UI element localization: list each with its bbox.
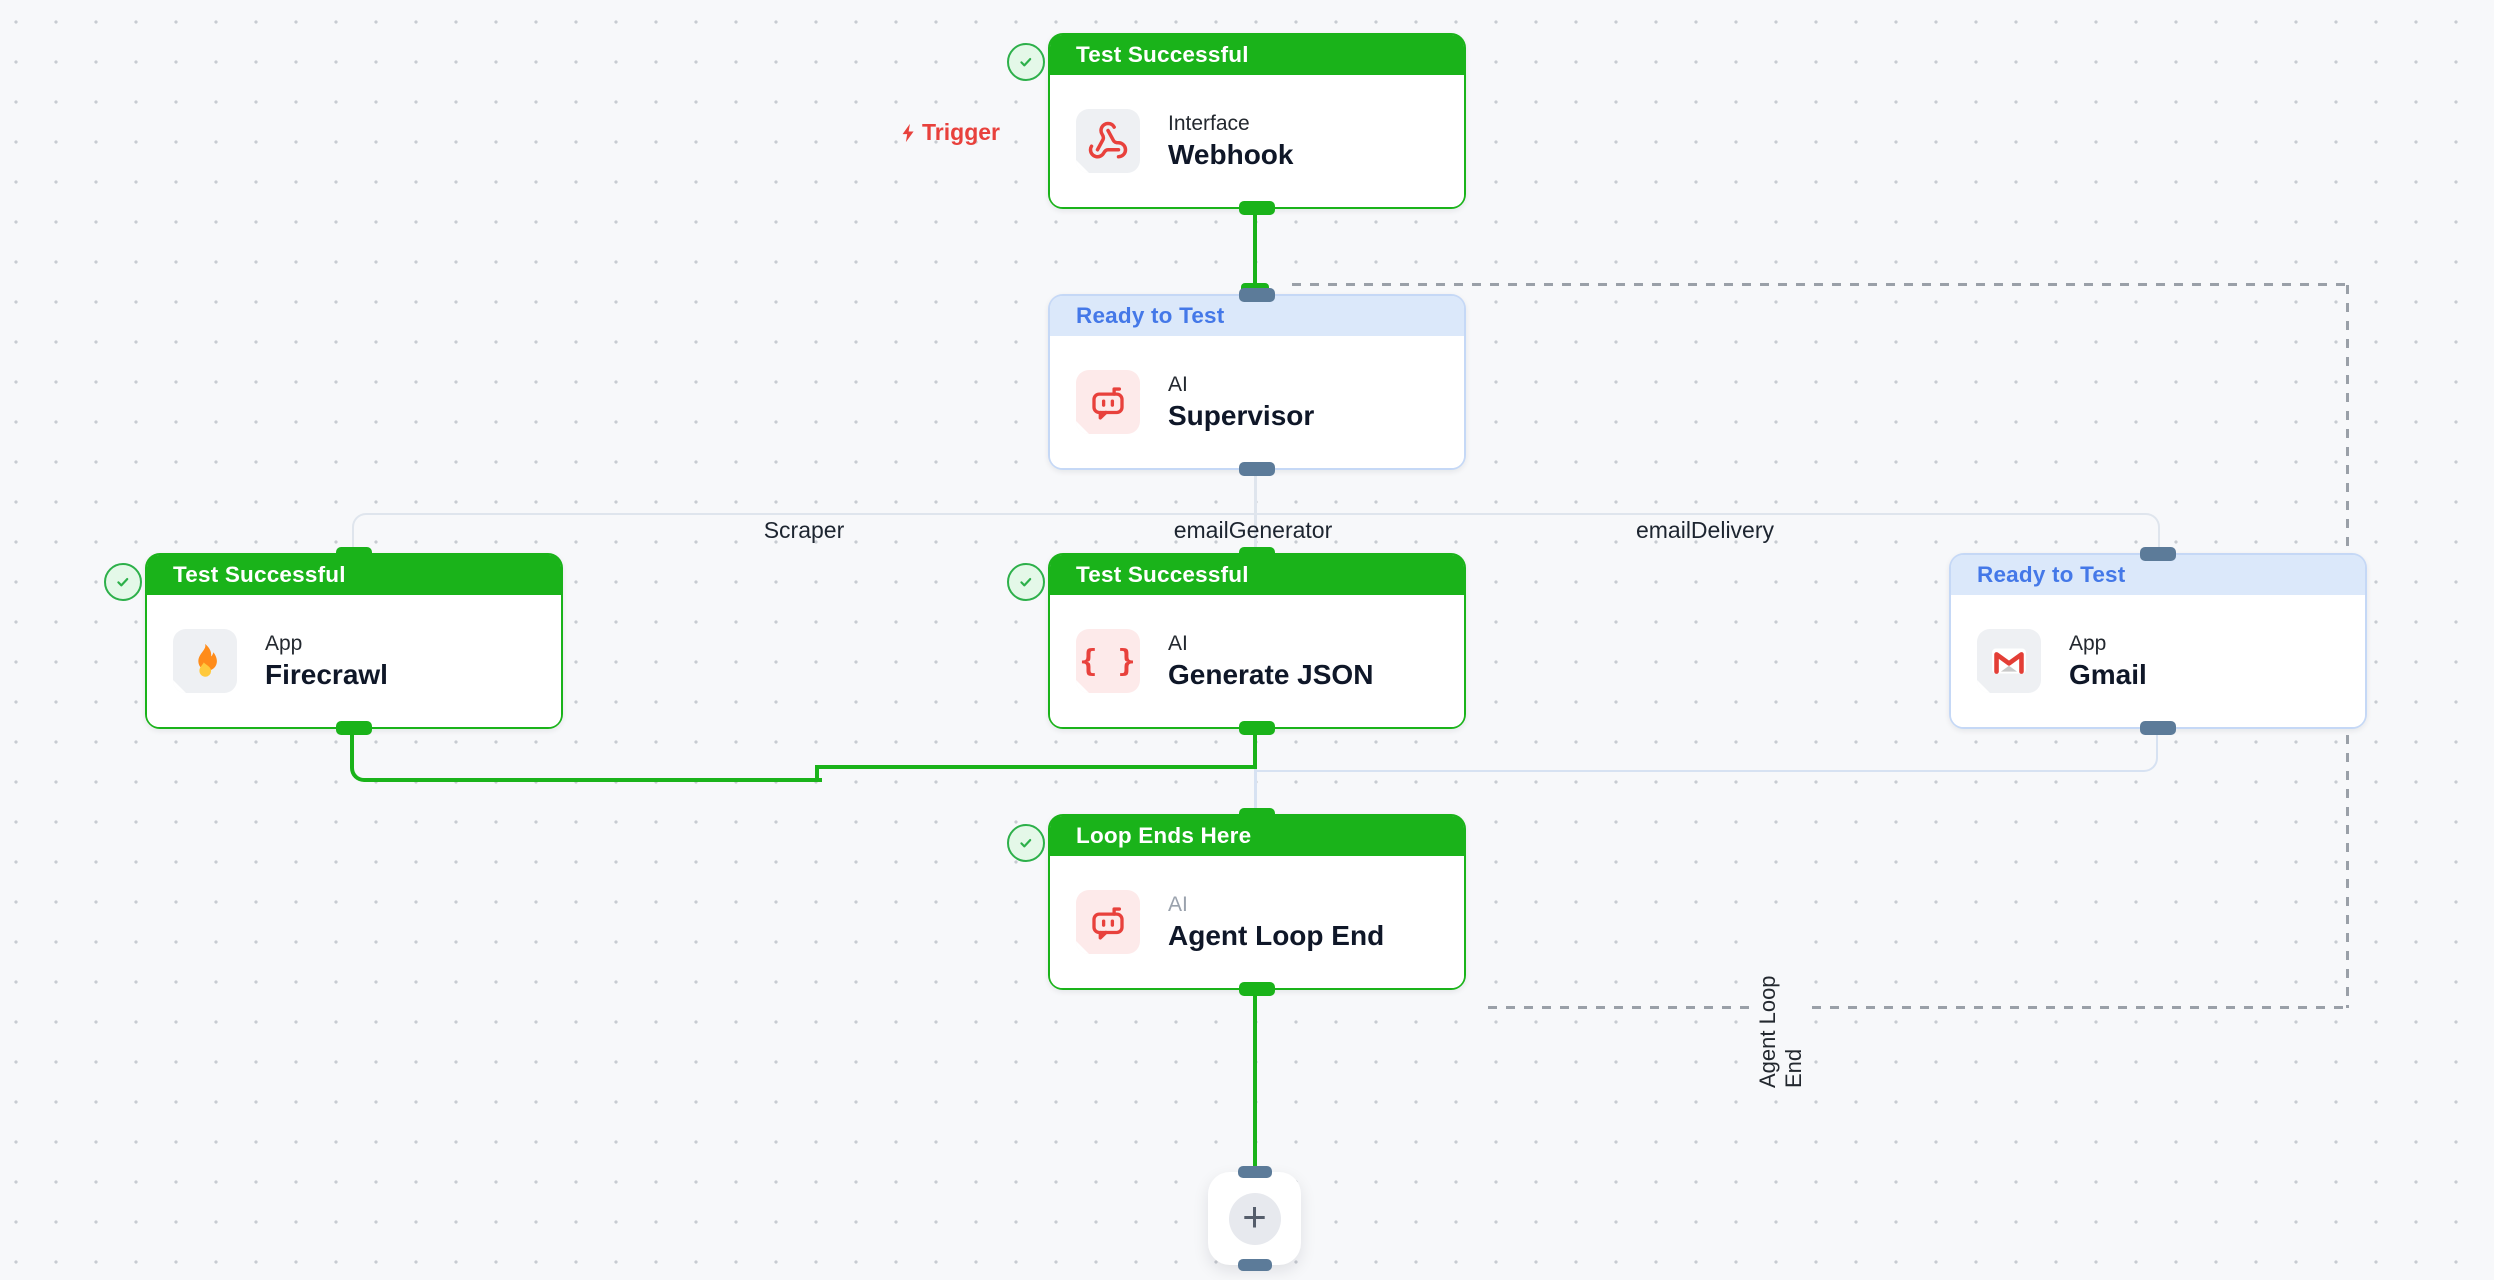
node-type-label: AI (1168, 893, 1188, 916)
gmail-icon (1977, 629, 2041, 693)
node-name: Agent Loop End (1168, 920, 1385, 951)
branch-label-email-generator: emailGenerator (1173, 517, 1333, 543)
node-name: Gmail (2069, 659, 2147, 690)
node-status-header: Test Successful (147, 555, 561, 595)
output-port[interactable] (1237, 1259, 1272, 1271)
branch-label-scraper: Scraper (763, 517, 845, 543)
webhook-icon (1076, 109, 1140, 173)
branch-split-line (352, 513, 2160, 551)
bot-icon (1076, 370, 1140, 434)
edge-junction-to-loopend (1254, 769, 1257, 811)
output-port[interactable] (1239, 721, 1275, 735)
braces-icon: { } (1076, 629, 1140, 693)
edge-jog (815, 765, 819, 779)
node-gmail[interactable]: Ready to Test App Gmail (1949, 547, 2367, 735)
node-status-header: Ready to Test (1050, 296, 1464, 336)
loop-boundary-top (1292, 283, 2348, 286)
edge-webhook-supervisor (1253, 200, 1257, 295)
node-name: Webhook (1168, 139, 1294, 170)
node-name: Supervisor (1168, 400, 1315, 431)
node-webhook[interactable]: Test Successful Interface Webhook (1048, 33, 1466, 215)
loop-name-label: Agent Loop End (1755, 938, 1806, 1088)
plus-icon[interactable]: + (1228, 1192, 1281, 1245)
node-agent-loop-end[interactable]: Loop Ends Here AI Agent Loop End (1048, 808, 1466, 996)
check-circle-icon (1007, 824, 1045, 862)
edge-firecrawl-loop (350, 731, 822, 782)
edge-merge-horizontal (817, 765, 1255, 769)
check-circle-icon (1007, 563, 1045, 601)
check-circle-icon (1007, 43, 1045, 81)
node-name: Generate JSON (1168, 659, 1374, 690)
output-port[interactable] (1239, 982, 1275, 996)
input-port[interactable] (1239, 808, 1275, 822)
node-firecrawl[interactable]: Test Successful App Firecrawl (145, 547, 563, 735)
edge-generatejson-down (1253, 731, 1257, 769)
output-port[interactable] (2140, 721, 2176, 735)
input-port[interactable] (1237, 1166, 1272, 1178)
node-status-header: Loop Ends Here (1050, 816, 1464, 856)
output-port[interactable] (1239, 462, 1275, 476)
node-type-label: App (265, 632, 303, 655)
lightning-bolt-icon (902, 123, 914, 142)
edge-gmail-loopback (1256, 731, 2158, 772)
bot-icon (1076, 890, 1140, 954)
node-status-header: Test Successful (1050, 35, 1464, 75)
node-type-label: AI (1168, 373, 1188, 396)
input-port[interactable] (336, 547, 372, 561)
trigger-label: Trigger (870, 119, 1000, 146)
output-port[interactable] (1239, 201, 1275, 215)
node-type-label: App (2069, 632, 2107, 655)
node-supervisor[interactable]: Ready to Test AI Supervisor (1048, 288, 1466, 476)
node-type-label: AI (1168, 632, 1188, 655)
edge-loopend-addnode (1253, 988, 1257, 1178)
input-port[interactable] (1239, 547, 1275, 561)
node-name: Firecrawl (265, 659, 388, 690)
node-type-label: Interface (1168, 112, 1250, 135)
output-port[interactable] (336, 721, 372, 735)
branch-drop-center (1254, 515, 1257, 549)
edge-supervisor-branch-stub (1254, 472, 1257, 514)
loop-boundary-bottom (1488, 1006, 2348, 1009)
branch-label-email-delivery: emailDelivery (1635, 517, 1775, 543)
check-circle-icon (104, 563, 142, 601)
node-status-header: Ready to Test (1951, 555, 2365, 595)
node-status-header: Test Successful (1050, 555, 1464, 595)
input-port[interactable] (2140, 547, 2176, 561)
add-node-button[interactable]: + (1208, 1166, 1301, 1271)
input-port[interactable] (1239, 288, 1275, 302)
node-generate-json[interactable]: Test Successful { } AI Generate JSON (1048, 547, 1466, 735)
flame-icon (173, 629, 237, 693)
